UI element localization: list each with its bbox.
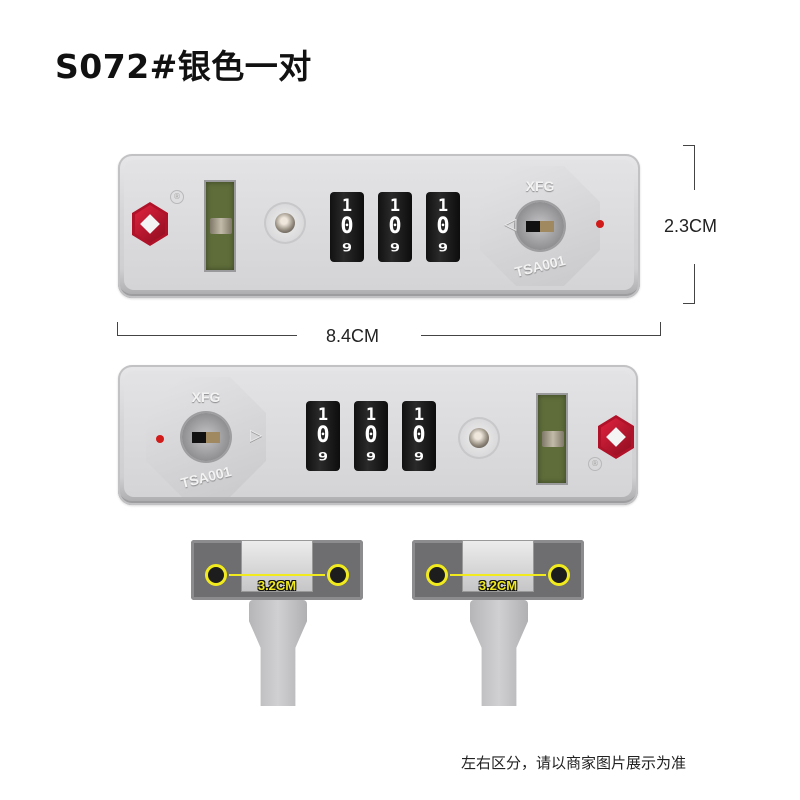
screw-hole-icon [327,564,349,586]
latch-icon [542,431,564,447]
measure-line [450,574,546,576]
key-cylinder-plate: XFG TSA001 [146,377,266,497]
rivet-icon [264,202,306,244]
registered-mark-icon: ® [170,190,184,204]
brand-label: XFG [191,389,221,405]
hasp-stem [249,600,307,706]
width-dimension-left [117,322,297,336]
hasp-left: 3.2CM [191,540,363,710]
hasp-measure-label: 3.2CM [478,578,518,593]
arrow-right-icon: ▷ [250,425,263,444]
product-title: S072#银色一对 [55,47,312,86]
screw-hole-icon [426,564,448,586]
brand-label: XFG [525,178,555,194]
footer-disclaimer: 左右区分，请以商家图片展示为准 [461,754,687,772]
measure-line [229,574,325,576]
screw-hole-icon [205,564,227,586]
tsa-logo-icon [598,415,634,459]
keyhole-icon[interactable] [182,413,230,461]
hasp-right: 3.2CM [412,540,584,710]
width-dimension-right [421,322,661,336]
width-label: 8.4CM [326,326,380,346]
lock-indicator-window [204,180,236,272]
keyhole-icon[interactable] [516,202,564,250]
key-cylinder-plate: XFG TSA001 [480,166,600,286]
lock-indicator-window [536,393,568,485]
screw-hole-icon [548,564,570,586]
hasp-hinge [241,540,313,592]
arrow-left-icon: ◁ [504,214,517,233]
hasp-hinge [462,540,534,592]
hasp-measure-label: 3.2CM [257,578,297,593]
height-dimension-bottom [683,264,695,304]
red-indicator-dot [596,220,604,228]
hasp-stem [470,600,528,706]
height-dimension-top [683,145,695,190]
tsa-logo-icon [132,202,168,246]
height-label: 2.3CM [664,216,718,236]
rivet-icon [458,417,500,459]
registered-mark-icon: ® [588,457,602,471]
latch-icon [210,218,232,234]
red-indicator-dot [156,435,164,443]
